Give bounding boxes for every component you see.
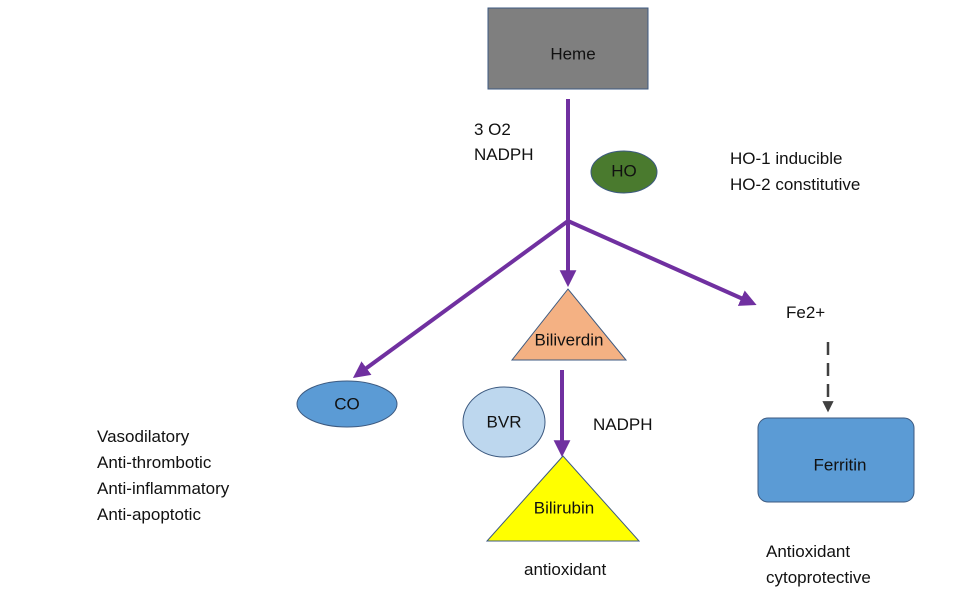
ho-enzyme-ellipse — [590, 150, 658, 194]
co-ellipse — [296, 380, 398, 428]
ferritin-effect-cytoprotective: cytoprotective — [766, 568, 871, 587]
ho1-inducible-text: HO-1 inducible — [730, 149, 842, 168]
bvr-enzyme-ellipse — [462, 386, 546, 458]
co-effect-antiinflammatory: Anti-inflammatory — [97, 479, 230, 498]
co-effect-antithrombotic: Anti-thrombotic — [97, 453, 212, 472]
bilirubin-triangle — [485, 455, 641, 542]
branch-to-fe2-arrow — [567, 219, 757, 306]
co-effect-vasodilatory: Vasodilatory — [97, 427, 190, 446]
bvr-cofactor-nadph-text: NADPH — [593, 415, 653, 434]
biliverdin-label: Biliverdin — [535, 330, 604, 349]
biliverdin-triangle — [510, 288, 628, 361]
bvr-label: BVR — [487, 412, 522, 431]
ho2-constitutive-text: HO-2 constitutive — [730, 175, 860, 194]
cofactor-nadph-text: NADPH — [474, 145, 534, 164]
bilirubin-label: Bilirubin — [534, 498, 594, 517]
bilirubin-antioxidant-text: antioxidant — [524, 560, 607, 579]
heme-label: Heme — [550, 44, 595, 63]
heme-box — [487, 7, 649, 90]
ferritin-effect-antioxidant: Antioxidant — [766, 542, 850, 561]
ho-label: HO — [611, 161, 637, 180]
ferritin-box — [757, 417, 915, 503]
co-label: CO — [334, 394, 360, 413]
branch-to-co-arrow — [352, 219, 570, 378]
fe2-label: Fe2+ — [786, 303, 825, 322]
co-effect-antiapoptotic: Anti-apoptotic — [97, 505, 201, 524]
cofactor-o2-text: 3 O2 — [474, 120, 511, 139]
ferritin-label: Ferritin — [814, 455, 867, 474]
